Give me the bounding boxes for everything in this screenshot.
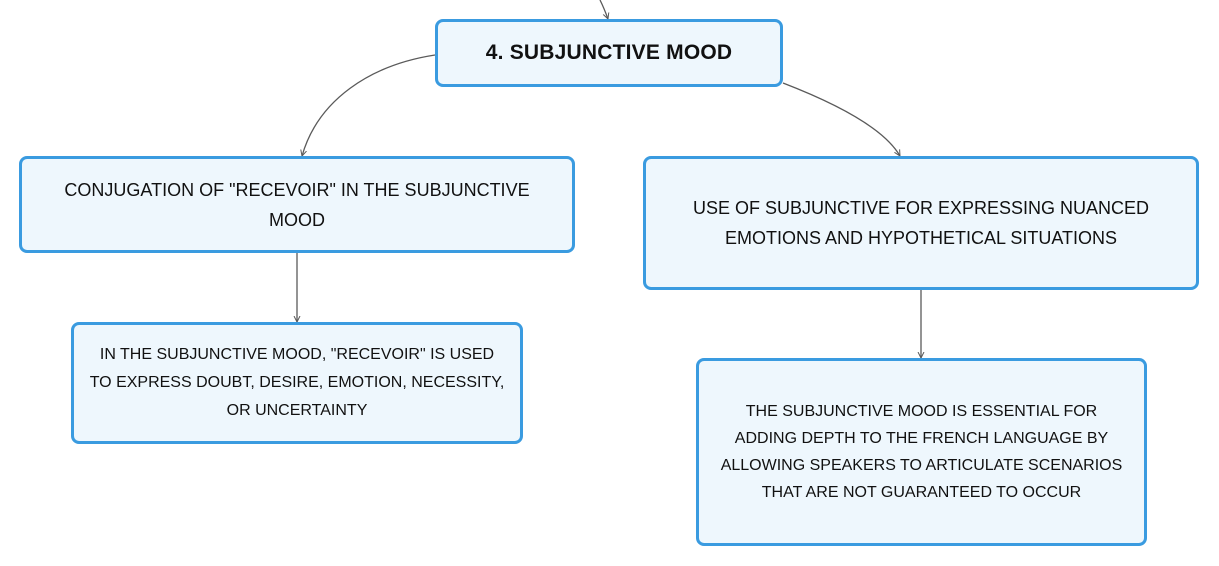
connector-root-to-left-branch — [302, 54, 436, 156]
root-node[interactable]: 4. SUBJUNCTIVE MOOD — [435, 19, 783, 87]
branch-node-usage-label: USE OF SUBJUNCTIVE FOR EXPRESSING NUANCE… — [692, 198, 1150, 248]
connector-parent-to-root — [599, 0, 608, 19]
leaf-node-conjugation-detail[interactable]: IN THE SUBJUNCTIVE MOOD, "RECEVOIR" IS U… — [71, 322, 523, 444]
branch-node-usage[interactable]: USE OF SUBJUNCTIVE FOR EXPRESSING NUANCE… — [643, 156, 1199, 290]
leaf-node-conjugation-detail-label: IN THE SUBJUNCTIVE MOOD, "RECEVOIR" IS U… — [89, 346, 505, 419]
leaf-node-usage-detail-label: THE SUBJUNCTIVE MOOD IS ESSENTIAL FOR AD… — [720, 403, 1123, 501]
connector-root-to-right-branch — [782, 82, 901, 156]
branch-node-conjugation[interactable]: CONJUGATION OF "RECEVOIR" IN THE SUBJUNC… — [19, 156, 575, 253]
branch-node-conjugation-label: CONJUGATION OF "RECEVOIR" IN THE SUBJUNC… — [64, 179, 530, 230]
root-node-label: 4. SUBJUNCTIVE MOOD — [485, 41, 733, 64]
leaf-node-usage-detail[interactable]: THE SUBJUNCTIVE MOOD IS ESSENTIAL FOR AD… — [696, 358, 1147, 546]
